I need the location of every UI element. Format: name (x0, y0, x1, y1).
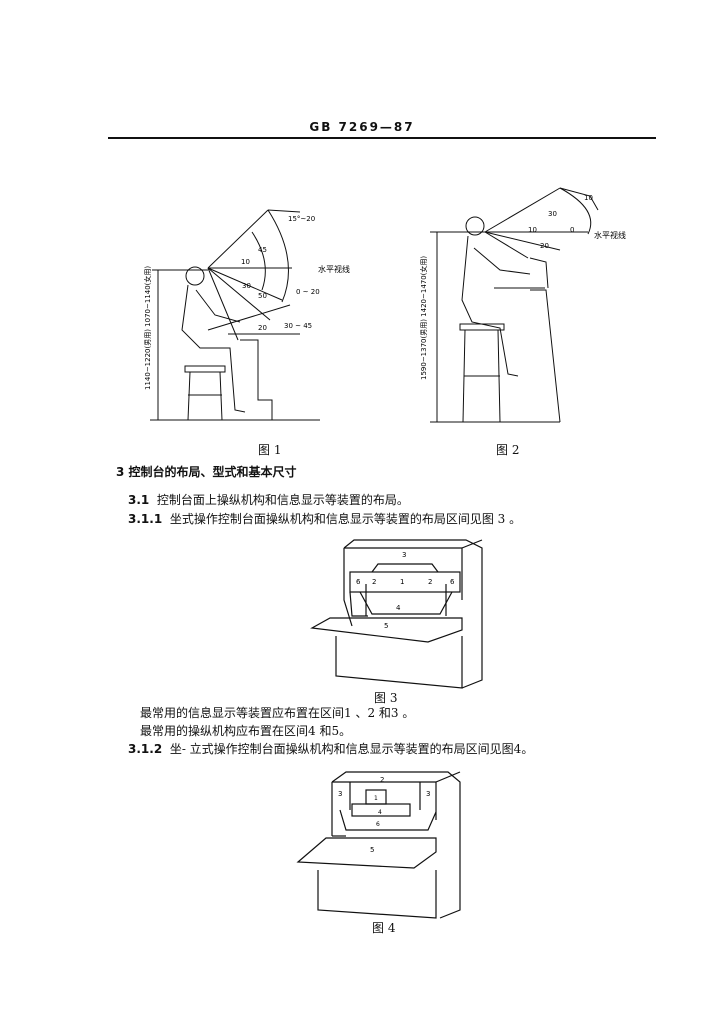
fig2-label-10: 10 (584, 194, 593, 202)
section-3-1-number: 3.1 (128, 493, 150, 507)
figure-1-caption: 图 1 (258, 443, 282, 457)
fig3-zone-6b: 6 (450, 578, 455, 586)
fig1-label-45: 45 (258, 246, 267, 254)
fig2-label-horizontal: 水平视线 (594, 230, 626, 240)
fig1-label-height: 1140~1220(男用) 1070~1140(女用) (143, 266, 152, 390)
fig3-zone-2a: 2 (372, 578, 376, 586)
fig2-label-0: 0 (570, 226, 574, 234)
fig1-label-50: 50 (258, 292, 267, 300)
fig4-zone-6: 6 (376, 821, 380, 828)
fig4-zone-4: 4 (378, 809, 382, 816)
note-display-zones: 最常用的信息显示等装置应布置在区间1 、2 和3 。 (140, 706, 415, 720)
fig1-label-30: 30 (242, 282, 251, 290)
header-rule (108, 137, 656, 139)
fig2-label-height: 1590~1370(男用) 1420~1470(女用) (419, 256, 428, 380)
fig3-zone-6a: 6 (356, 578, 361, 586)
fig4-zone-3a: 3 (338, 790, 342, 798)
fig1-label-20: 20 (258, 324, 267, 332)
fig2-label-20: 20 (540, 242, 549, 250)
fig3-zone-2b: 2 (428, 578, 432, 586)
fig4-zone-2: 2 (380, 776, 384, 784)
fig1-label-15-20: 15°~20 (288, 215, 315, 223)
note-control-zones: 最常用的操纵机构应布置在区间4 和5。 (140, 724, 352, 738)
fig3-zone-4: 4 (396, 604, 401, 612)
fig1-label-10: 10 (241, 258, 250, 266)
fig1-label-30-45: 30 ~ 45 (284, 322, 312, 330)
figure-4-caption: 图 4 (372, 921, 396, 935)
section-3-1-2: 3.1.2 坐- 立式操作控制台面操纵机构和信息显示等装置的布局区间见图4。 (128, 742, 533, 756)
standard-number: GB 7269—87 (309, 120, 415, 134)
fig4-zone-1: 1 (374, 795, 378, 802)
section-3-1: 3.1 控制台面上操纵机构和信息显示等装置的布局。 (128, 493, 409, 507)
section-3-heading: 3 控制台的布局、型式和基本尺寸 (116, 465, 297, 479)
section-3-1-1-number: 3.1.1 (128, 512, 163, 526)
section-3-1-text: 控制台面上操纵机构和信息显示等装置的布局。 (156, 493, 409, 507)
fig1-label-horizontal: 水平视线 (318, 264, 350, 274)
section-3-1-1: 3.1.1 坐式操作控制台面操纵机构和信息显示等装置的布局区间见图 3 。 (128, 512, 521, 526)
figure-2-caption: 图 2 (496, 443, 520, 457)
fig3-zone-3: 3 (402, 551, 406, 559)
section-3-1-1-text: 坐式操作控制台面操纵机构和信息显示等装置的布局区间见图 3 。 (169, 512, 522, 526)
fig1-label-0-20: 0 ~ 20 (296, 288, 320, 296)
section-3-1-2-text: 坐- 立式操作控制台面操纵机构和信息显示等装置的布局区间见图4。 (169, 742, 534, 756)
figure-3-caption: 图 3 (374, 691, 398, 705)
section-3-1-2-number: 3.1.2 (128, 742, 163, 756)
fig4-zone-5: 5 (370, 846, 374, 854)
fig2-label-10b: 10 (528, 226, 537, 234)
fig2-label-30: 30 (548, 210, 557, 218)
fig3-zone-1: 1 (400, 578, 404, 586)
fig3-zone-5: 5 (384, 622, 388, 630)
fig4-zone-3b: 3 (426, 790, 430, 798)
